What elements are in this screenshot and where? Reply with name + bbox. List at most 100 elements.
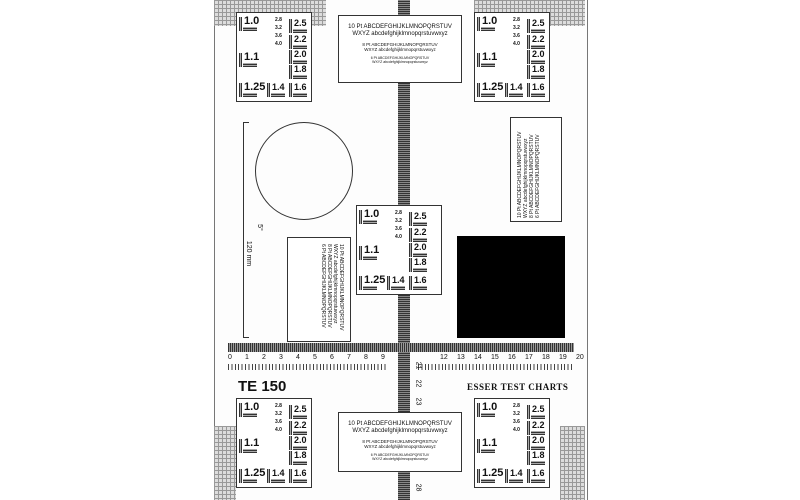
resolution-label: 1.0 [244, 401, 260, 413]
measure-tick [243, 337, 249, 338]
resolution-label-small: 3.2 [275, 411, 282, 417]
ruler-number: 0 [228, 354, 232, 361]
resolution-label-small: 4.0 [275, 427, 282, 433]
resolution-label: 1.1 [364, 244, 380, 256]
bar-group [481, 413, 495, 417]
bar-group [293, 60, 307, 64]
resolution-label: 2.0 [294, 435, 307, 445]
ruler-number: 8 [364, 354, 368, 361]
grid-pattern [560, 426, 585, 500]
text-10pt: WXYZ abcdefghijklmnopqrstuvwxyz [352, 428, 448, 434]
bar-group [243, 27, 257, 31]
ruler-number: 14 [474, 354, 482, 361]
bar-group [413, 286, 427, 290]
text-6pt: WXYZ abcdefghijklmnopqrstuvwxyz [372, 60, 428, 64]
bar-group [477, 403, 480, 417]
bar-group [267, 469, 270, 483]
bar-group [505, 83, 508, 97]
bar-group [359, 246, 362, 260]
bar-group [289, 405, 292, 419]
bar-group [527, 436, 530, 450]
resolution-label-small: 3.2 [395, 218, 402, 224]
ruler-number: 19 [559, 354, 567, 361]
bar-group [239, 17, 242, 31]
bar-group [293, 431, 307, 435]
resolution-label: 1.4 [510, 82, 523, 92]
solid-black-patch [457, 236, 565, 338]
bar-group [239, 403, 242, 417]
text-block-bottom: 10 Pt ABCDEFGHIJKLMNOPQRSTUV WXYZ abcdef… [338, 412, 462, 472]
resolution-label: 2.2 [294, 420, 307, 430]
resolution-label: 1.6 [532, 82, 545, 92]
grid-pattern [214, 426, 236, 500]
horizontal-resolution-strip [228, 343, 574, 352]
ruler-number: 3 [279, 354, 283, 361]
resolution-label: 1.8 [532, 64, 545, 74]
rotated-text-block: 10 Pt ABCDEFGHIJKLMNOPQRSTUV WXYZ abcdef… [287, 237, 351, 342]
bar-group [293, 75, 307, 79]
bar-group [531, 461, 545, 465]
resolution-label-small: 4.0 [275, 41, 282, 47]
resolution-label-small: 2.8 [513, 403, 520, 409]
bar-group [409, 276, 412, 290]
resolution-label: 2.5 [532, 18, 545, 28]
bar-group [271, 479, 285, 483]
chart-id: TE 150 [238, 378, 287, 395]
resolution-label-small: 2.8 [275, 403, 282, 409]
bar-group [289, 469, 292, 483]
ruler-number: 7 [347, 354, 351, 361]
resolution-label-small: 3.6 [513, 33, 520, 39]
text-10pt: 10 Pt ABCDEFGHIJKLMNOPQRSTUV [338, 244, 344, 331]
resolution-label: 2.2 [414, 227, 427, 237]
bar-group [293, 93, 307, 97]
ruler-number: 18 [542, 354, 550, 361]
bar-group [289, 65, 292, 79]
resolution-label: 1.25 [244, 81, 266, 93]
ruler-number: 15 [491, 354, 499, 361]
resolution-label: 1.6 [294, 82, 307, 92]
bar-group [363, 256, 377, 260]
bar-group [409, 258, 412, 272]
resolution-label: 2.2 [532, 420, 545, 430]
resolution-label: 1.25 [244, 467, 266, 479]
bar-group [239, 53, 242, 67]
resolution-label: 1.0 [482, 401, 498, 413]
bar-group [359, 210, 362, 224]
ruler-number: 1 [245, 354, 249, 361]
resolution-label: 1.8 [532, 450, 545, 460]
bar-group [527, 35, 530, 49]
resolution-label: 2.0 [532, 435, 545, 445]
brand-name: ESSER TEST CHARTS [467, 382, 569, 392]
ruler-number: 13 [457, 354, 465, 361]
bar-group [289, 19, 292, 33]
bar-group [413, 238, 427, 242]
vertical-ruler-number: 28 [414, 483, 422, 492]
vertical-ruler-number: 22 [414, 379, 422, 388]
bar-group [243, 63, 257, 67]
bar-group [481, 479, 495, 483]
resolution-label-small: 3.6 [513, 419, 520, 425]
bar-group [239, 439, 242, 453]
bar-group [531, 479, 545, 483]
resolution-label: 1.25 [482, 467, 504, 479]
resolution-label-small: 2.8 [395, 210, 402, 216]
resolution-label-small: 3.6 [275, 33, 282, 39]
resolution-label-small: 4.0 [513, 41, 520, 47]
bar-group [527, 83, 530, 97]
bar-group [531, 415, 545, 419]
bar-group [239, 83, 242, 97]
bar-group [481, 449, 495, 453]
resolution-label: 1.1 [482, 51, 498, 63]
ruler-number: 6 [330, 354, 334, 361]
resolution-label: 1.4 [272, 468, 285, 478]
bar-group [293, 479, 307, 483]
text-6pt: 6 Pt ABCDEFGHIJKLMNOPQRSTUV [370, 453, 430, 457]
bar-group [413, 222, 427, 226]
resolution-label: 2.0 [414, 242, 427, 252]
ruler-ticks [228, 364, 388, 370]
bar-group [363, 220, 377, 224]
resolution-label: 1.25 [482, 81, 504, 93]
